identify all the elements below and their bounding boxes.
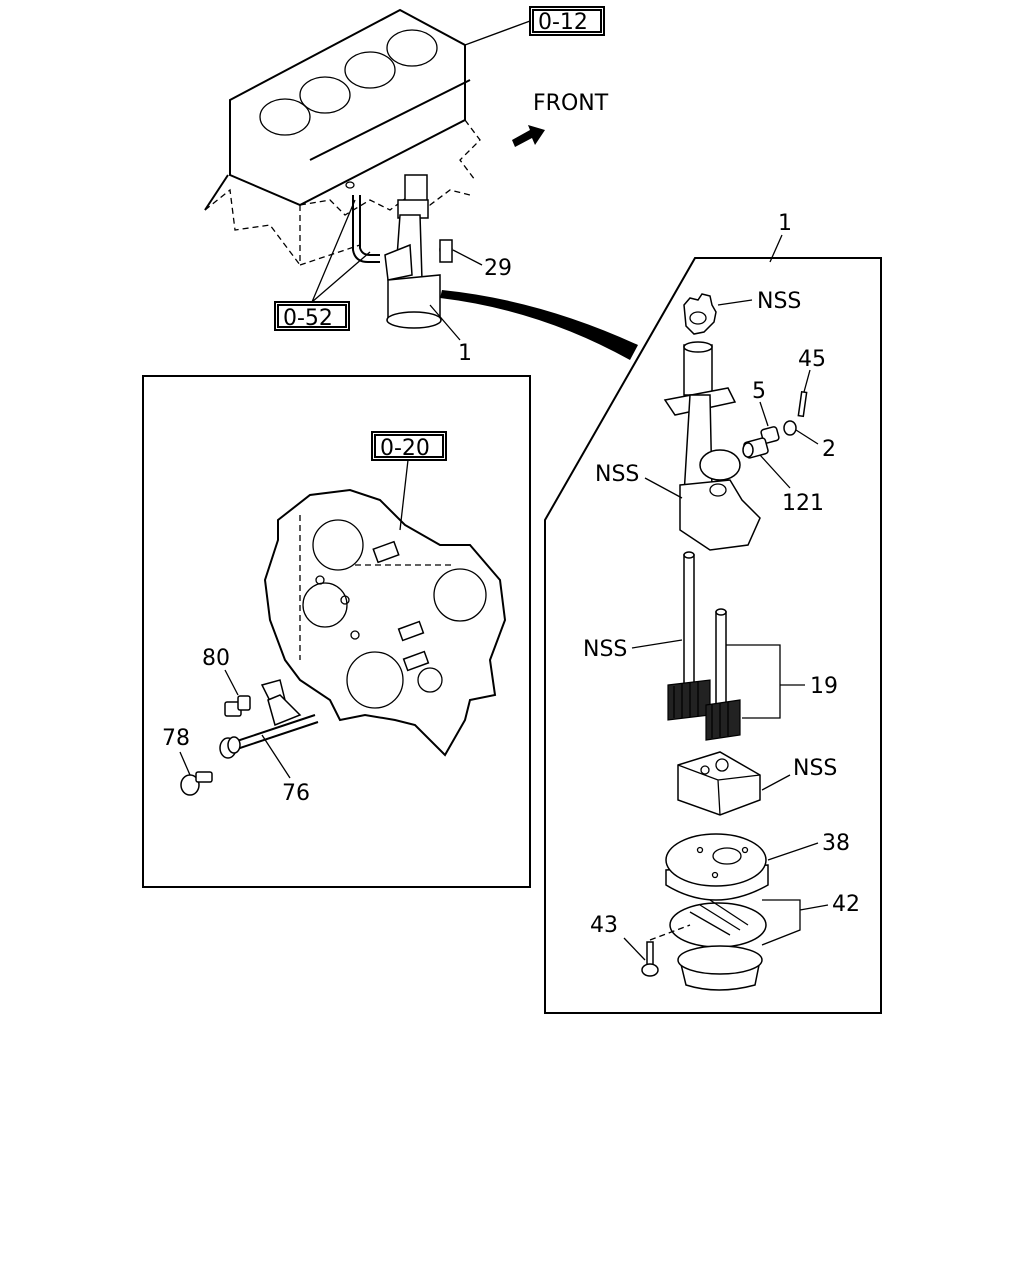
label-5: 5 bbox=[752, 379, 766, 404]
label-nss-gear: NSS bbox=[757, 289, 801, 314]
ref-box-block[interactable]: 0-12 bbox=[529, 6, 605, 36]
front-cover-panel: 0-20 80 78 76 bbox=[142, 375, 531, 888]
label-nss-shaft: NSS bbox=[583, 637, 627, 662]
label-78: 78 bbox=[162, 726, 190, 751]
label-76: 76 bbox=[282, 781, 310, 806]
bolt-78-illustration bbox=[180, 771, 213, 796]
label-38: 38 bbox=[822, 831, 850, 856]
driven-gear-illustration bbox=[705, 608, 741, 741]
label-2: 2 bbox=[822, 437, 836, 462]
label-42: 42 bbox=[832, 892, 860, 917]
front-direction: FRONT bbox=[512, 91, 609, 147]
label-43: 43 bbox=[590, 913, 618, 938]
ref-pipe-label: 0-52 bbox=[283, 306, 333, 331]
bolt-80-illustration bbox=[224, 695, 251, 717]
label-1-detail: 1 bbox=[778, 211, 792, 236]
ref-box-pipe[interactable]: 0-52 bbox=[274, 301, 350, 331]
gasket-screen-illustration bbox=[669, 899, 767, 991]
detail-pointer bbox=[440, 290, 638, 360]
engine-block-illustration bbox=[204, 8, 481, 266]
front-cover-illustration bbox=[263, 488, 507, 757]
strainer-illustration bbox=[665, 833, 769, 901]
pump-cover-illustration bbox=[677, 751, 761, 816]
ref-box-front-cover[interactable]: 0-20 bbox=[371, 431, 447, 461]
gauge-guide-illustration bbox=[219, 679, 319, 759]
label-19: 19 bbox=[810, 674, 838, 699]
label-80: 80 bbox=[202, 646, 230, 671]
label-nss-body: NSS bbox=[595, 462, 639, 487]
pump-body-illustration bbox=[663, 341, 761, 551]
label-45: 45 bbox=[798, 347, 826, 372]
relief-valve-parts-illustration bbox=[742, 390, 808, 459]
label-121: 121 bbox=[782, 491, 824, 516]
front-label: FRONT bbox=[533, 91, 609, 116]
oil-pipe-illustration bbox=[352, 195, 380, 263]
bolt-43-illustration bbox=[641, 924, 691, 977]
ref-front-cover-label: 0-20 bbox=[380, 436, 430, 461]
drive-shaft-illustration bbox=[667, 551, 711, 721]
label-1-overview: 1 bbox=[458, 341, 472, 366]
oil-pump-overview-illustration bbox=[384, 174, 453, 329]
label-nss-cover: NSS bbox=[793, 756, 837, 781]
label-29: 29 bbox=[484, 256, 512, 281]
ref-block-label: 0-12 bbox=[538, 10, 588, 35]
oil-pump-detail-panel: 1 NSS NSS 45 5 bbox=[544, 211, 882, 1014]
arrow-right-icon bbox=[512, 125, 545, 147]
drive-gear-illustration bbox=[683, 293, 717, 335]
